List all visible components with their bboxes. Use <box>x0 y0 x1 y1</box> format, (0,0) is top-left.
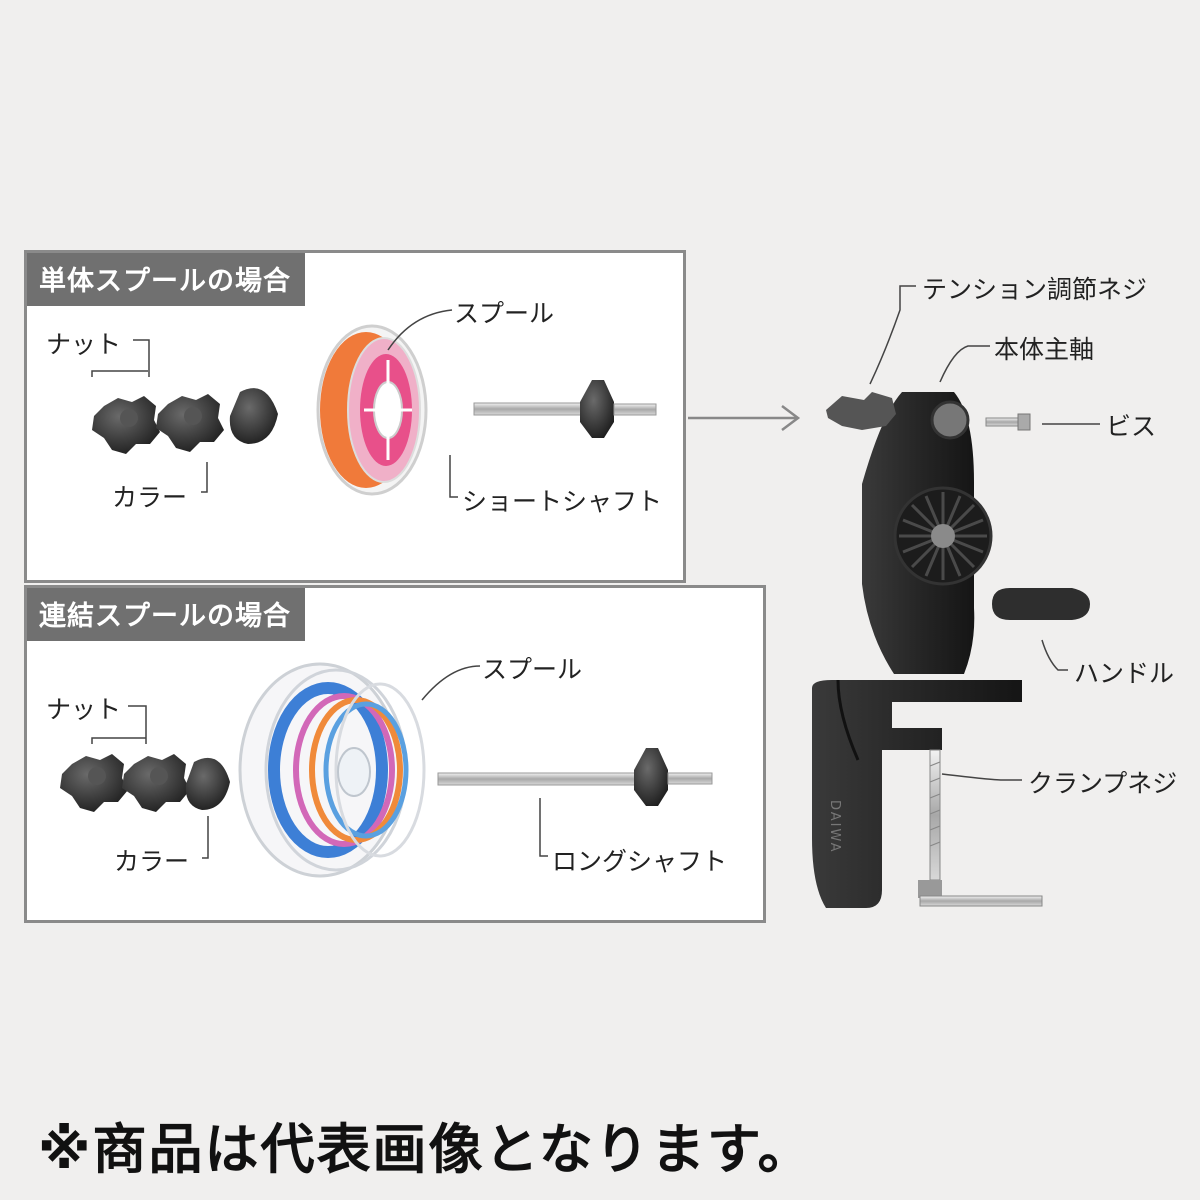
linked-collar <box>186 758 230 810</box>
single-nut-1 <box>92 396 160 454</box>
arrow-to-main-unit <box>688 406 798 430</box>
linked-shaft-label: ロングシャフト <box>552 842 727 878</box>
single-nut-2 <box>156 394 224 452</box>
linked-nut-1 <box>60 754 128 812</box>
long-shaft-image <box>438 748 712 806</box>
linked-spool-image <box>240 664 424 876</box>
single-shaft-label: ショートシャフト <box>462 482 662 518</box>
linked-spool-label: スプール <box>482 650 582 686</box>
single-spool-label: スプール <box>454 294 554 330</box>
single-spool-image <box>318 326 426 494</box>
tension-screw-label: テンション調節ネジ <box>922 270 1147 306</box>
short-shaft-image <box>474 380 656 438</box>
single-collar-label: カラー <box>112 478 187 514</box>
single-nut-label: ナット <box>46 325 121 361</box>
linked-collar-label: カラー <box>114 842 189 878</box>
screw-label: ビス <box>1106 407 1156 443</box>
single-collar <box>230 388 278 444</box>
linked-nut-2 <box>122 754 190 812</box>
handle-label: ハンドル <box>1074 654 1174 690</box>
linked-nut-label: ナット <box>46 690 121 726</box>
body-imprint: DAIWA <box>827 800 842 854</box>
clamp-screw-label: クランプネジ <box>1028 764 1177 800</box>
representative-image-note: ※商品は代表画像となります。 <box>38 1105 813 1184</box>
line-winder-main-unit <box>812 392 1090 908</box>
main-shaft-label: 本体主軸 <box>994 330 1094 366</box>
